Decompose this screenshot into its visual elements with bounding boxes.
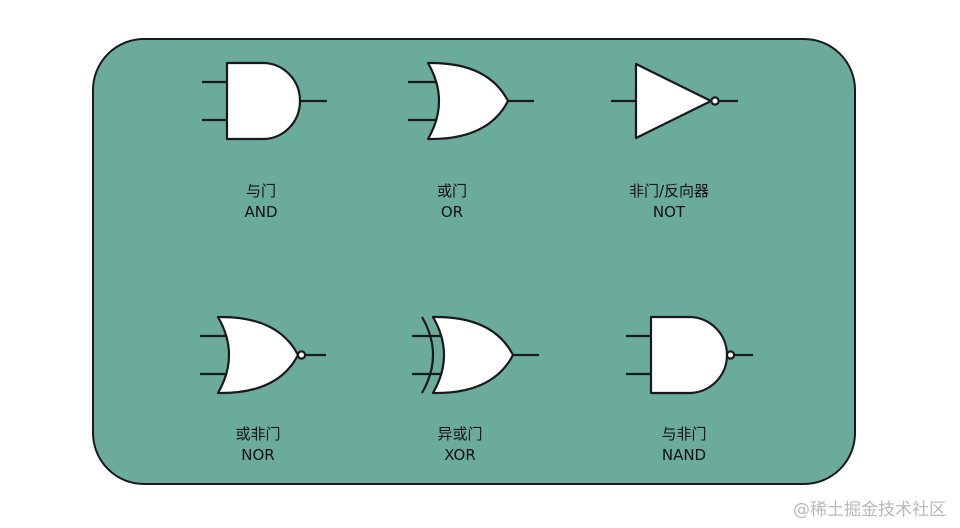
- or-gate-label: 或门 OR: [352, 181, 552, 223]
- or-gate-label-en: OR: [440, 203, 464, 221]
- and-gate-label-cn: 与门: [245, 182, 276, 200]
- nand-gate-symbol: [626, 315, 753, 395]
- xor-gate-symbol: [412, 315, 539, 395]
- or-gate-label-cn: 或门: [436, 182, 467, 200]
- nor-gate-label-en: NOR: [241, 446, 275, 464]
- xor-gate-label-en: XOR: [444, 446, 476, 464]
- xor-gate-label: 异或门 XOR: [360, 424, 560, 466]
- nor-gate-symbol: [200, 315, 326, 395]
- nand-gate-label: 与非门 NAND: [584, 424, 784, 466]
- and-gate-label: 与门 AND: [161, 181, 361, 223]
- xor-gate-label-cn: 异或门: [437, 425, 483, 443]
- or-gate-symbol: [408, 61, 534, 141]
- nor-gate-label: 或非门 NOR: [158, 424, 358, 466]
- and-gate-label-en: AND: [244, 203, 278, 221]
- watermark: @稀土掘金技术社区: [793, 500, 946, 520]
- nor-gate-label-cn: 或非门: [235, 425, 281, 443]
- nand-gate-label-cn: 与非门: [661, 425, 707, 443]
- not-gate-label: 非门/反向器 NOT: [569, 181, 769, 223]
- nand-gate-label-en: NAND: [661, 446, 707, 464]
- not-gate-label-cn: 非门/反向器: [628, 182, 710, 200]
- not-gate-label-en: NOT: [652, 203, 686, 221]
- and-gate-symbol: [202, 61, 327, 141]
- not-gate-symbol: [611, 62, 738, 140]
